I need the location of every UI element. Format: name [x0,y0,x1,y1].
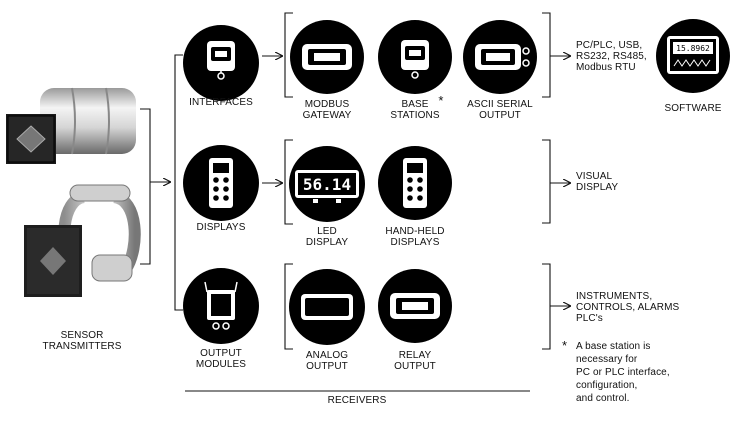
modbus-label-line2: GATEWAY [302,110,352,121]
handheld-display-circle[interactable] [378,146,452,220]
output-output-bracket [542,263,551,350]
serial-device-icon [475,44,530,70]
interface-device-icon [207,41,235,80]
instr-label-line2: CONTROLS, ALARMS [576,302,680,313]
led-label-line2: DISPLAY [305,237,349,248]
note-line2: necessary for [576,354,638,365]
base-asterisk: * [438,93,444,108]
note-line4: configuration, [576,380,638,391]
ascii-label-line2: OUTPUT [479,110,521,121]
software-label: SOFTWARE [664,103,722,114]
note-asterisk: * [562,338,568,353]
instr-label-line3: PLC's [576,313,603,324]
relay-output-circle[interactable] [378,269,452,343]
software-circle[interactable]: 15.8962 [656,19,730,93]
interfaces-circle[interactable] [183,25,259,101]
software-readout: 15.8962 [676,44,710,53]
shackle-icon [24,184,141,297]
output-modules-circle[interactable] [183,268,259,344]
relay-label-line2: OUTPUT [394,361,436,372]
display-device-icon [209,158,233,208]
output-receiver-bracket [284,263,293,350]
output-modules-label-line2: MODULES [195,359,247,370]
note-line5: and control. [576,393,630,404]
note-line3: PC or PLC interface, [576,367,670,378]
modbus-gateway-circle[interactable] [290,20,364,94]
analog-label-line2: OUTPUT [306,361,348,372]
displays-label: DISPLAYS [196,222,246,233]
gateway-device-icon [302,44,352,70]
sensor-label-line1: SENSOR [60,330,104,341]
base-label-line2: STATIONS [390,110,440,121]
displays-circle[interactable] [183,145,259,221]
handheld-device-icon [403,158,427,208]
base-label-line1: BASE [401,99,429,110]
base-station-device-icon [401,40,429,79]
load-cell-icon [6,87,136,164]
pc-label-line2: RS232, RS485, [576,51,647,62]
interfaces-receiver-bracket [284,12,293,98]
sensor-label-line2: TRANSMITTERS [42,341,122,352]
interfaces-label: INTERFACES [189,97,253,108]
output-modules-label-line1: OUTPUT [200,348,242,359]
analog-output-circle[interactable] [289,269,365,345]
displays-receiver-bracket [284,139,293,225]
led-readout: 56.14 [303,175,351,194]
displays-output-bracket [542,139,551,224]
category-bracket [174,54,183,311]
analog-device-icon [301,294,353,320]
pc-label-line3: Modbus RTU [576,62,636,73]
note-line1: A base station is [576,341,651,352]
relay-label-line1: RELAY [398,350,432,361]
modbus-label-line1: MODBUS [304,99,350,110]
ascii-serial-circle[interactable] [463,20,537,94]
led-display-circle[interactable]: 56.14 [289,146,365,222]
pc-label-line1: PC/PLC, USB, [576,40,643,51]
handheld-label-line1: HAND-HELD [385,226,445,237]
receivers-label: RECEIVERS [327,395,387,406]
software-screen-icon: 15.8962 [667,36,719,74]
output-module-icon [204,281,238,330]
ascii-label-line1: ASCII SERIAL [467,99,533,110]
visual-label-line2: DISPLAY [576,182,619,193]
instr-label-line1: INSTRUMENTS, [576,291,653,302]
handheld-label-line2: DISPLAYS [390,237,440,248]
interfaces-output-bracket [542,12,551,98]
sensor-bracket [140,108,151,265]
led-label-line1: LED [317,226,337,237]
analog-label-line1: ANALOG [305,350,349,361]
led-display-icon: 56.14 [295,170,359,203]
relay-device-icon [390,293,440,319]
visual-label-line1: VISUAL [576,171,613,182]
base-station-circle[interactable] [378,20,452,94]
